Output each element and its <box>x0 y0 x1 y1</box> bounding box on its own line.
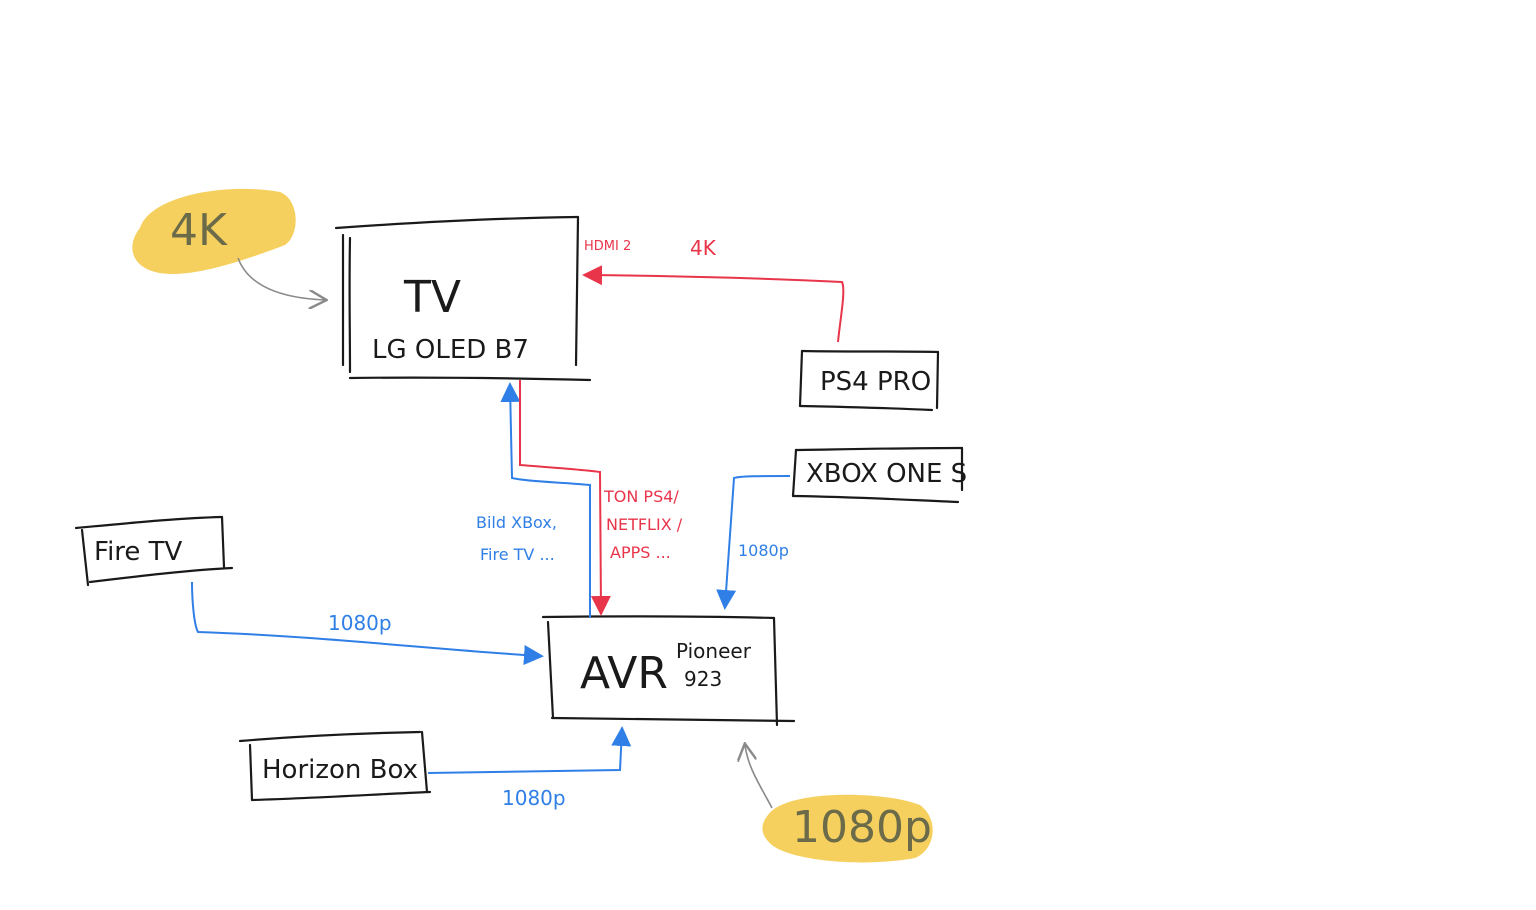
highlight-1080p <box>762 794 933 863</box>
blue-line-horizon-to-avr <box>427 726 632 774</box>
ps4-box <box>798 349 940 412</box>
horizon-box <box>238 730 432 802</box>
hdmi-port-label: HDMI 2 <box>584 239 631 254</box>
tv-box <box>334 215 592 382</box>
res-4k-callout: 4K <box>170 205 228 256</box>
xbox-to-avr-res: 1080p <box>738 541 789 560</box>
ton-line1: TON PS4/ <box>603 487 679 506</box>
xbox-box <box>791 446 964 504</box>
xbox-label: XBOX ONE S <box>806 459 967 489</box>
pointer-4k-to-tv <box>237 257 325 300</box>
blue-line-firetv-to-avr <box>191 581 544 666</box>
horizon-label: Horizon Box <box>262 755 418 785</box>
avr-title: AVR <box>580 648 668 699</box>
red-line-ps4-to-tv <box>582 265 845 343</box>
ps4-label: PS4 PRO <box>820 367 931 397</box>
ton-line2: NETFLIX / <box>606 515 683 534</box>
pointer-1080p-to-avr <box>745 745 773 809</box>
avr-box <box>541 615 796 727</box>
firetv-to-avr-res: 1080p <box>328 611 392 635</box>
bild-line1: Bild XBox, <box>476 513 557 532</box>
tv-model: LG OLED B7 <box>372 335 529 365</box>
blue-line-xbox-to-avr <box>716 475 791 610</box>
ton-line3: APPS ... <box>610 543 671 562</box>
ps4-to-tv-res: 4K <box>690 236 717 260</box>
highlight-4k <box>132 188 296 274</box>
avr-model-line2: 923 <box>684 667 722 691</box>
horizon-to-avr-res: 1080p <box>502 786 566 810</box>
res-1080p-callout: 1080p <box>792 802 932 853</box>
avr-model-line1: Pioneer <box>676 639 752 663</box>
blue-line-avr-to-tv <box>500 382 591 618</box>
firetv-label: Fire TV <box>94 537 183 567</box>
firetv-box <box>74 515 234 587</box>
bild-line2: Fire TV ... <box>480 545 555 564</box>
tv-title: TV <box>403 272 461 323</box>
red-line-tv-to-avr <box>519 380 611 616</box>
